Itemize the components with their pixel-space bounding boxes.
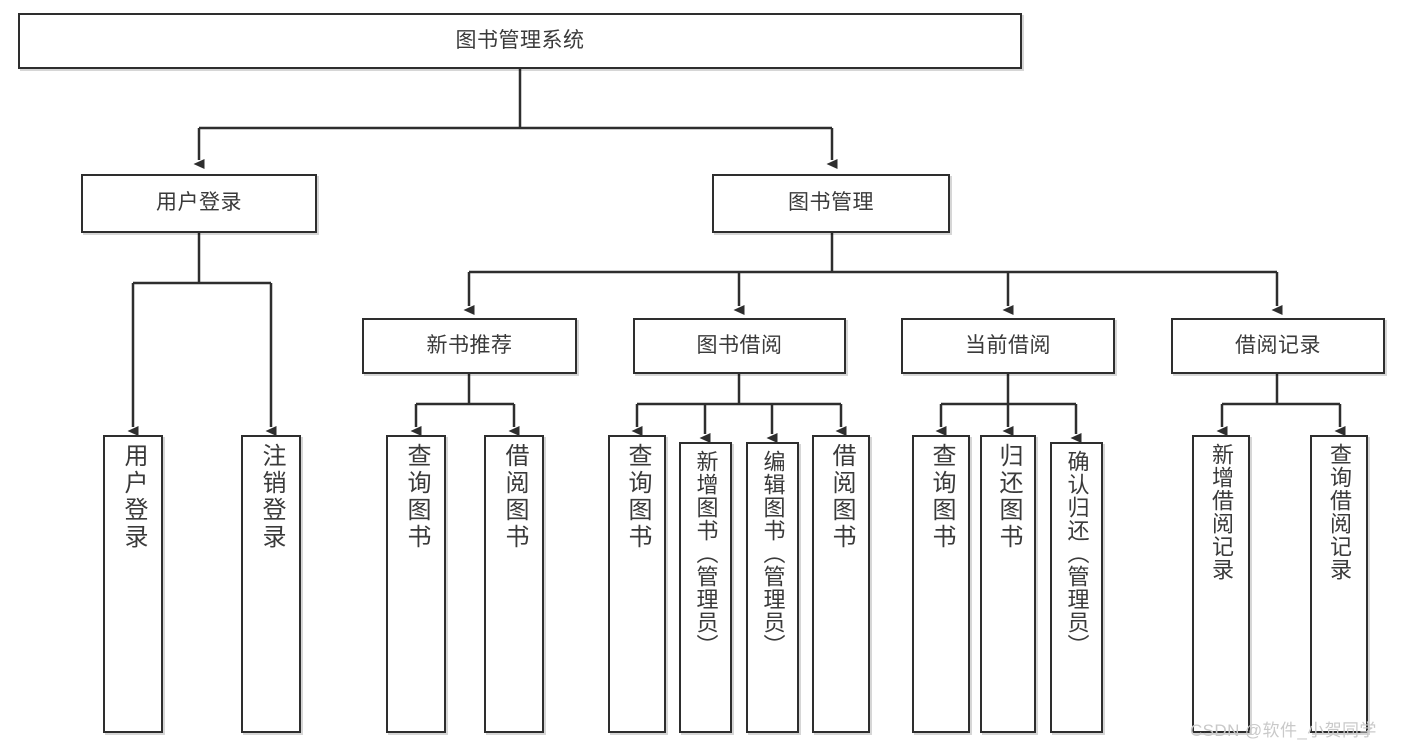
leaf-new-book-query[interactable]: 查询图书 (386, 435, 446, 733)
leaf-new-book-borrow[interactable]: 借阅图书 (484, 435, 544, 733)
watermark-text: CSDN @软件_小贺同学 (1190, 721, 1377, 740)
node-label: 用户登录 (120, 443, 147, 551)
leaf-book-borrow-edit[interactable]: 编辑图书（管理员） (746, 442, 799, 733)
leaf-book-borrow-add[interactable]: 新增图书（管理员） (679, 442, 732, 733)
node-label: 当前借阅 (965, 333, 1051, 357)
node-label: 借阅记录 (1235, 333, 1321, 357)
node-book-management[interactable]: 图书管理 (712, 174, 950, 233)
leaf-current-borrow-query[interactable]: 查询图书 (912, 435, 970, 733)
node-new-book-recommend[interactable]: 新书推荐 (362, 318, 577, 374)
node-label: 查询图书 (928, 443, 955, 551)
node-current-borrow[interactable]: 当前借阅 (901, 318, 1115, 374)
node-label: 新书推荐 (426, 333, 513, 357)
node-label: 用户登录 (156, 191, 242, 215)
node-label: 归还图书 (995, 443, 1022, 551)
node-label: 图书借阅 (696, 333, 783, 357)
node-user-login[interactable]: 用户登录 (81, 174, 317, 233)
node-root-system[interactable]: 图书管理系统 (18, 13, 1022, 69)
node-label: 新增图书（管理员） (693, 450, 719, 657)
node-book-borrow[interactable]: 图书借阅 (633, 318, 846, 374)
node-label: 查询图书 (403, 443, 430, 551)
node-label: 确认归还（管理员） (1064, 450, 1090, 657)
leaf-borrow-record-add[interactable]: 新增借阅记录 (1192, 435, 1250, 733)
leaf-borrow-record-query[interactable]: 查询借阅记录 (1310, 435, 1368, 733)
node-label: 图书管理系统 (455, 28, 585, 52)
leaf-book-borrow-query[interactable]: 查询图书 (608, 435, 666, 733)
leaf-current-borrow-confirm-return[interactable]: 确认归还（管理员） (1050, 442, 1103, 733)
leaf-current-borrow-return[interactable]: 归还图书 (980, 435, 1036, 733)
node-label: 注销登录 (258, 443, 285, 551)
node-label: 图书管理 (788, 191, 874, 215)
node-label: 查询借阅记录 (1327, 443, 1352, 581)
node-label: 借阅图书 (501, 443, 528, 551)
leaf-user-login-login[interactable]: 用户登录 (103, 435, 163, 733)
node-label: 新增借阅记录 (1209, 443, 1234, 581)
node-label: 查询图书 (624, 443, 651, 551)
leaf-book-borrow-borrow[interactable]: 借阅图书 (812, 435, 870, 733)
node-label: 借阅图书 (828, 443, 855, 551)
node-label: 编辑图书（管理员） (760, 450, 786, 657)
leaf-user-login-logout[interactable]: 注销登录 (241, 435, 301, 733)
node-borrow-record[interactable]: 借阅记录 (1171, 318, 1385, 374)
